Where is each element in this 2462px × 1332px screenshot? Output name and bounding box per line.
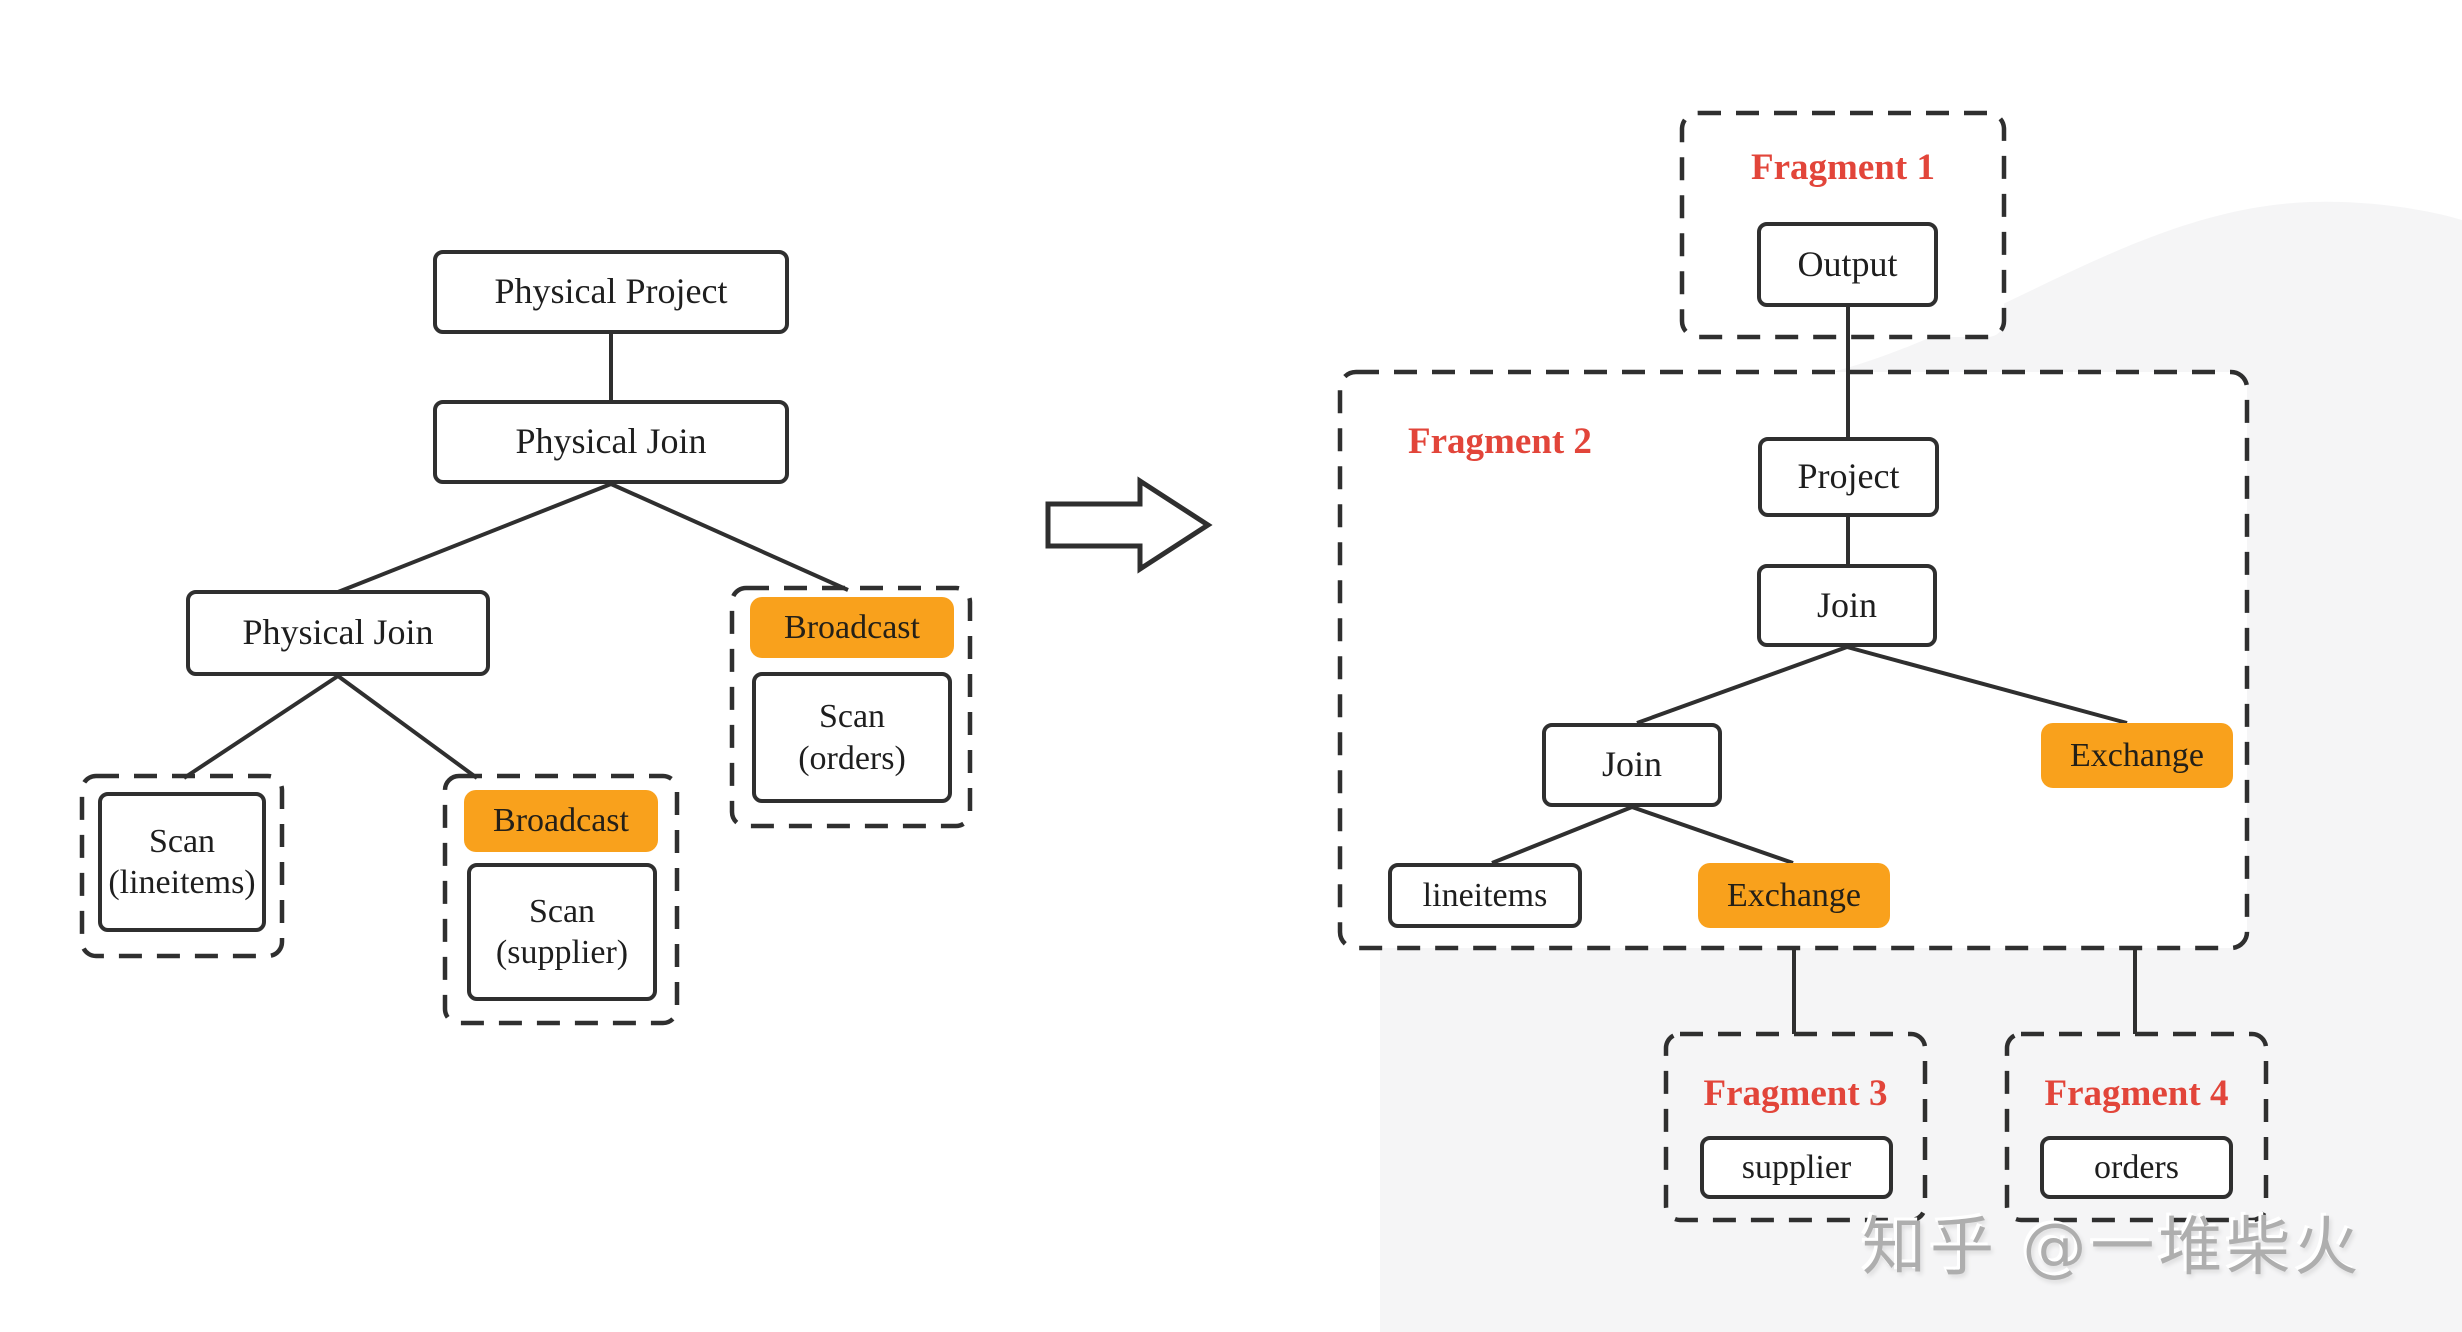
transform-arrow-icon <box>1045 476 1213 574</box>
broadcast-orders-group-border <box>729 585 973 829</box>
fragment3-label: Fragment 3 <box>1703 1073 1888 1114</box>
node-project: Project <box>1758 437 1939 517</box>
node-scan-lineitems: Scan (lineitems) <box>98 792 266 932</box>
edge-joinlower-lineitems <box>1491 805 1633 865</box>
edge-join-joinleft <box>337 482 612 594</box>
node-exchange-left: Exchange <box>1698 863 1890 928</box>
node-label: Project <box>1797 456 1900 497</box>
node-label: orders <box>2094 1148 2179 1186</box>
edge-join-broadcastright <box>610 482 849 592</box>
zhihu-watermark: 知乎 @一堆柴火 <box>1862 1211 2363 1285</box>
node-label: Scan (supplier) <box>495 892 629 971</box>
node-label: Exchange <box>2069 736 2205 774</box>
node-output: Output <box>1757 222 1938 307</box>
node-broadcast-right: Broadcast <box>750 597 954 658</box>
edge-joinupper-exchangeright <box>1846 645 2128 725</box>
scan-lineitems-group-border <box>79 773 285 959</box>
node-label: Scan (lineitems) <box>108 822 256 901</box>
edge-joinleft-broadcastmid <box>336 674 479 780</box>
right-tree-edges <box>1491 307 2137 1034</box>
node-label: Exchange <box>1726 876 1862 914</box>
node-label: supplier <box>1741 1148 1852 1186</box>
node-exchange-right: Exchange <box>2041 723 2233 788</box>
fragment4-label: Fragment 4 <box>2044 1073 2229 1114</box>
edge-joinlower-exchangeleft <box>1631 805 1794 865</box>
fragment1-label: Fragment 1 <box>1751 147 1935 188</box>
node-physical-join-top: Physical Join <box>433 400 789 484</box>
edge-joinleft-lineitems <box>182 674 340 780</box>
node-join-upper: Join <box>1757 564 1937 647</box>
node-label: Broadcast <box>493 802 629 840</box>
node-label: Physical Join <box>515 421 707 462</box>
edge-joinupper-joinlower <box>1636 645 1848 725</box>
node-label: Physical Join <box>242 612 434 653</box>
node-join-lower: Join <box>1542 723 1722 807</box>
node-label: Broadcast <box>784 608 920 646</box>
node-label: Join <box>1816 584 1877 625</box>
fragment2-label: Fragment 2 <box>1408 421 1592 462</box>
node-label: Scan (orders) <box>798 698 906 777</box>
node-label: Physical Project <box>494 271 728 312</box>
node-label: Output <box>1797 243 1898 284</box>
node-broadcast-mid: Broadcast <box>464 790 658 852</box>
node-scan-supplier: Scan (supplier) <box>467 863 657 1001</box>
node-lineitems: lineitems <box>1388 863 1582 928</box>
node-label: Join <box>1601 744 1662 785</box>
node-orders: orders <box>2040 1136 2233 1199</box>
node-physical-join-left: Physical Join <box>186 590 490 676</box>
node-scan-orders: Scan (orders) <box>752 672 952 803</box>
node-supplier: supplier <box>1700 1136 1893 1199</box>
broadcast-supplier-group-border <box>442 773 680 1026</box>
node-label: lineitems <box>1422 876 1548 914</box>
left-tree-edges <box>182 334 849 780</box>
node-physical-project: Physical Project <box>433 250 789 334</box>
